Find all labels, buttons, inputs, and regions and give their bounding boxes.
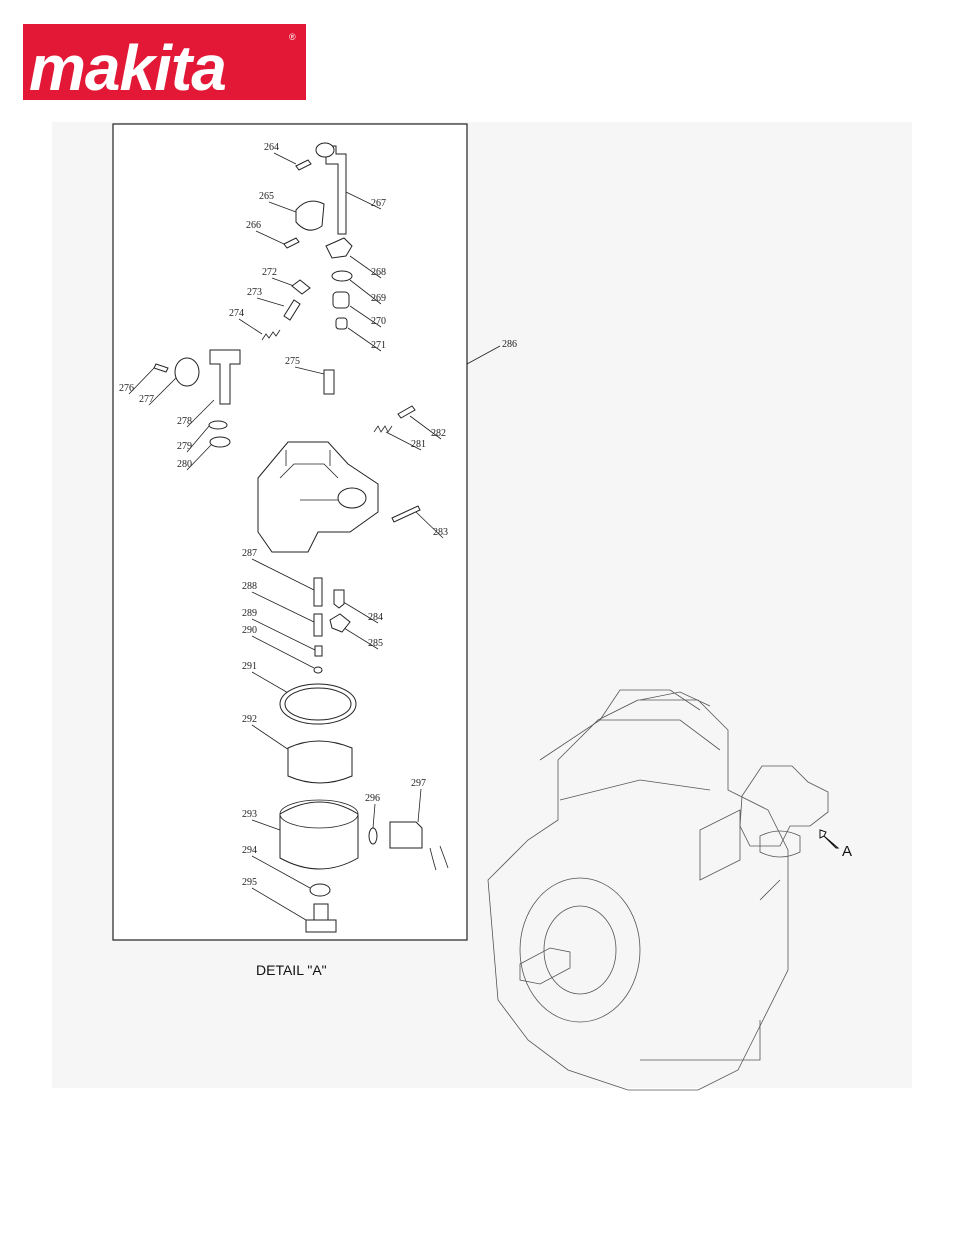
callout-296: 296 [365,793,380,804]
engine-flywheel-inner [544,906,616,994]
engine-carburetor-bowl [760,831,800,857]
part-277-plate [175,358,199,386]
view-arrow-icon [820,830,838,848]
callout-269: 269 [371,293,386,304]
part-294-washer [310,884,330,896]
callout-297: 297 [411,778,426,789]
callout-290: 290 [242,625,257,636]
callout-283: 283 [433,527,448,538]
callout-285: 285 [368,638,383,649]
callout-279: 279 [177,441,192,452]
engine-head-lines [540,690,720,800]
callout-292: 292 [242,714,257,725]
part-279-washer [209,421,227,429]
callout-272: 272 [262,267,277,278]
callout-281: 281 [411,439,426,450]
part-292-float [288,741,352,783]
callout-294: 294 [242,845,257,856]
callout-273: 273 [247,287,262,298]
callout-276: 276 [119,383,134,394]
detail-title: DETAIL "A" [256,962,327,978]
callout-275: 275 [285,356,300,367]
callout-278: 278 [177,416,192,427]
part-265-plate [296,201,324,230]
part-291-gasket-inner [285,688,351,720]
callout-277: 277 [139,394,154,405]
engine-outline [488,700,788,1090]
engine-illustration [488,690,828,1090]
part-275-jet [324,370,334,394]
carburetor-intake [338,488,366,508]
part-284-needle [334,590,344,608]
part-293-bowl [280,802,358,869]
callout-271: 271 [371,340,386,351]
part-288-jet [314,614,322,636]
callout-288: 288 [242,581,257,592]
callout-293: 293 [242,809,257,820]
part-290-oring [314,667,322,673]
part-271-sleeve [336,318,347,329]
callout-265: 265 [259,191,274,202]
callout-266: 266 [246,220,261,231]
part-297-solenoid [390,822,422,848]
callout-264: 264 [264,142,279,153]
part-287-nozzle [314,578,322,606]
callout-289: 289 [242,608,257,619]
part-280-washer [210,437,230,447]
part-269-washer [332,271,352,281]
callout-282: 282 [431,428,446,439]
assembly-leader [467,346,500,364]
callout-270: 270 [371,316,386,327]
callout-268: 268 [371,267,386,278]
part-267-knob [316,143,334,157]
engine-shaft [520,948,570,984]
callout-291: 291 [242,661,257,672]
assembly-callout: 286 [502,339,517,350]
callout-274: 274 [229,308,244,319]
engine-detail-lines [640,810,780,1060]
part-270-bushing [333,292,349,308]
part-289-jet [315,646,322,656]
callout-284: 284 [368,612,383,623]
callout-280: 280 [177,459,192,470]
callout-267: 267 [371,198,386,209]
view-letter: A [842,843,852,860]
engine-flywheel [520,878,640,1022]
callout-287: 287 [242,548,257,559]
callout-295: 295 [242,877,257,888]
engine-carburetor [740,766,828,846]
part-296-washer [369,828,377,844]
